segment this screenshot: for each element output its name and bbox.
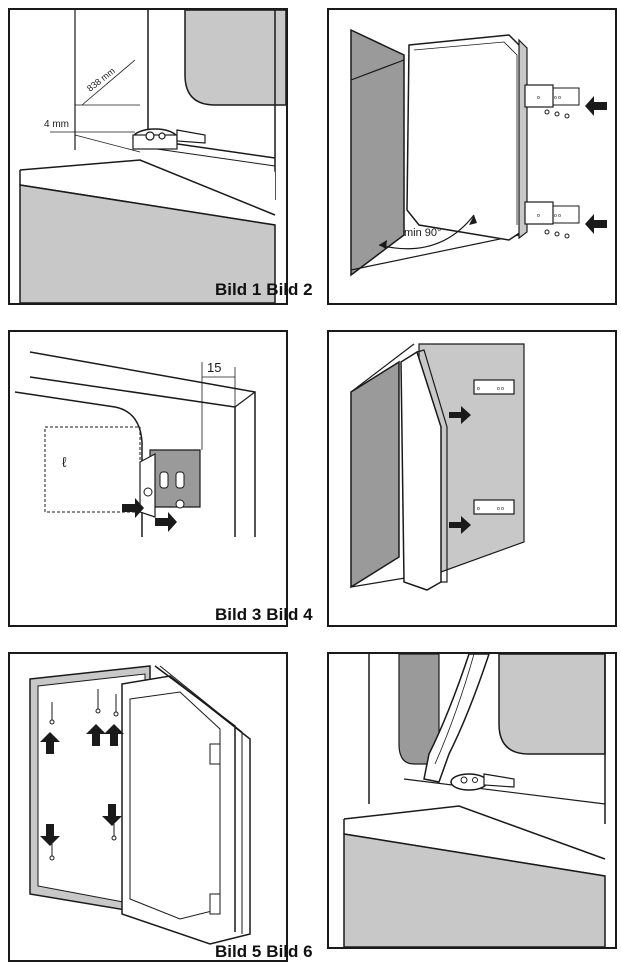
caption-bild-6: Bild 6 — [266, 942, 313, 961]
caption-bild-5: Bild 5 — [215, 942, 262, 961]
illustration-hinge-offset: ℓ 15 — [14, 351, 256, 537]
caption-bild-2: Bild 2 — [266, 280, 313, 299]
figure-bild-1: 838 mm 4 mm — [8, 8, 288, 305]
svg-text:o: o — [537, 95, 540, 101]
illustration-door-reversal: o o o o o o — [350, 343, 525, 591]
svg-text:o o: o o — [554, 213, 561, 219]
svg-text:o: o — [537, 213, 540, 219]
svg-text:o o: o o — [554, 95, 561, 101]
caption-bild-1: Bild 1 — [215, 280, 262, 299]
illustration-hinge-floor-placement: 838 mm 4 mm — [10, 10, 286, 303]
svg-text:ℓ: ℓ — [62, 454, 67, 470]
caption-bild-3: Bild 3 — [215, 605, 262, 624]
illustration-door-hinge-mounting: o o o o o o min 90° — [350, 28, 607, 277]
illustration-door-seal — [343, 654, 606, 947]
angle-label: min 90° — [404, 227, 441, 239]
dimension-label-gap: 4 mm — [44, 119, 69, 130]
svg-text:o: o — [477, 506, 480, 512]
illustration-screw-positions — [29, 665, 251, 945]
figure-bild-5 — [8, 652, 288, 962]
svg-text:o o: o o — [497, 386, 504, 392]
figure-bild-6 — [327, 652, 617, 949]
figure-bild-3: ℓ 15 — [8, 330, 288, 627]
caption-bild-4: Bild 4 — [266, 605, 313, 624]
svg-text:o: o — [477, 386, 480, 392]
figure-bild-4: o o o o o o — [327, 330, 617, 627]
figure-bild-2: o o o o o o min 90° — [327, 8, 617, 305]
svg-text:o o: o o — [497, 506, 504, 512]
dimension-label-offset: 15 — [207, 360, 221, 375]
